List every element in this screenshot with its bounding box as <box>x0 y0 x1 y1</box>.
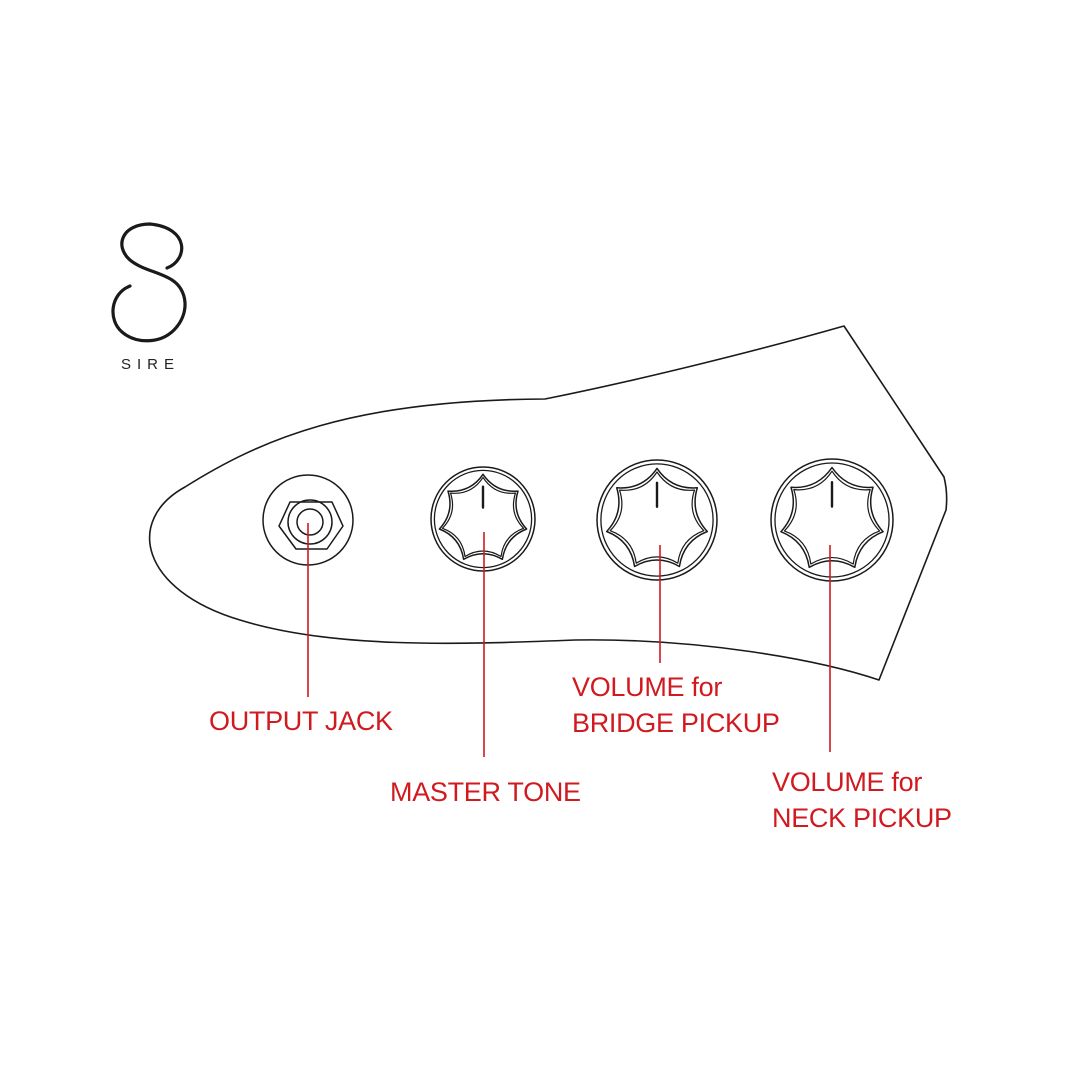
callout-line: MASTER TONE <box>390 777 581 807</box>
callout-line: VOLUME for <box>572 672 723 702</box>
volume-bridge-knob-icon <box>596 459 718 581</box>
callout-line: BRIDGE PICKUP <box>572 708 780 738</box>
master-tone-label: MASTER TONE <box>390 774 581 810</box>
sire-s-logo-icon <box>111 222 187 343</box>
master-tone-knob-icon <box>430 466 536 572</box>
callout-line: VOLUME for <box>772 767 923 797</box>
callout-line: OUTPUT JACK <box>209 706 393 736</box>
callout-line: NECK PICKUP <box>772 803 952 833</box>
volume-neck-knob-icon <box>770 458 894 582</box>
plate-outline <box>148 325 948 681</box>
output-jack-label: OUTPUT JACK <box>209 703 393 739</box>
brand-name: SIRE <box>121 356 181 373</box>
